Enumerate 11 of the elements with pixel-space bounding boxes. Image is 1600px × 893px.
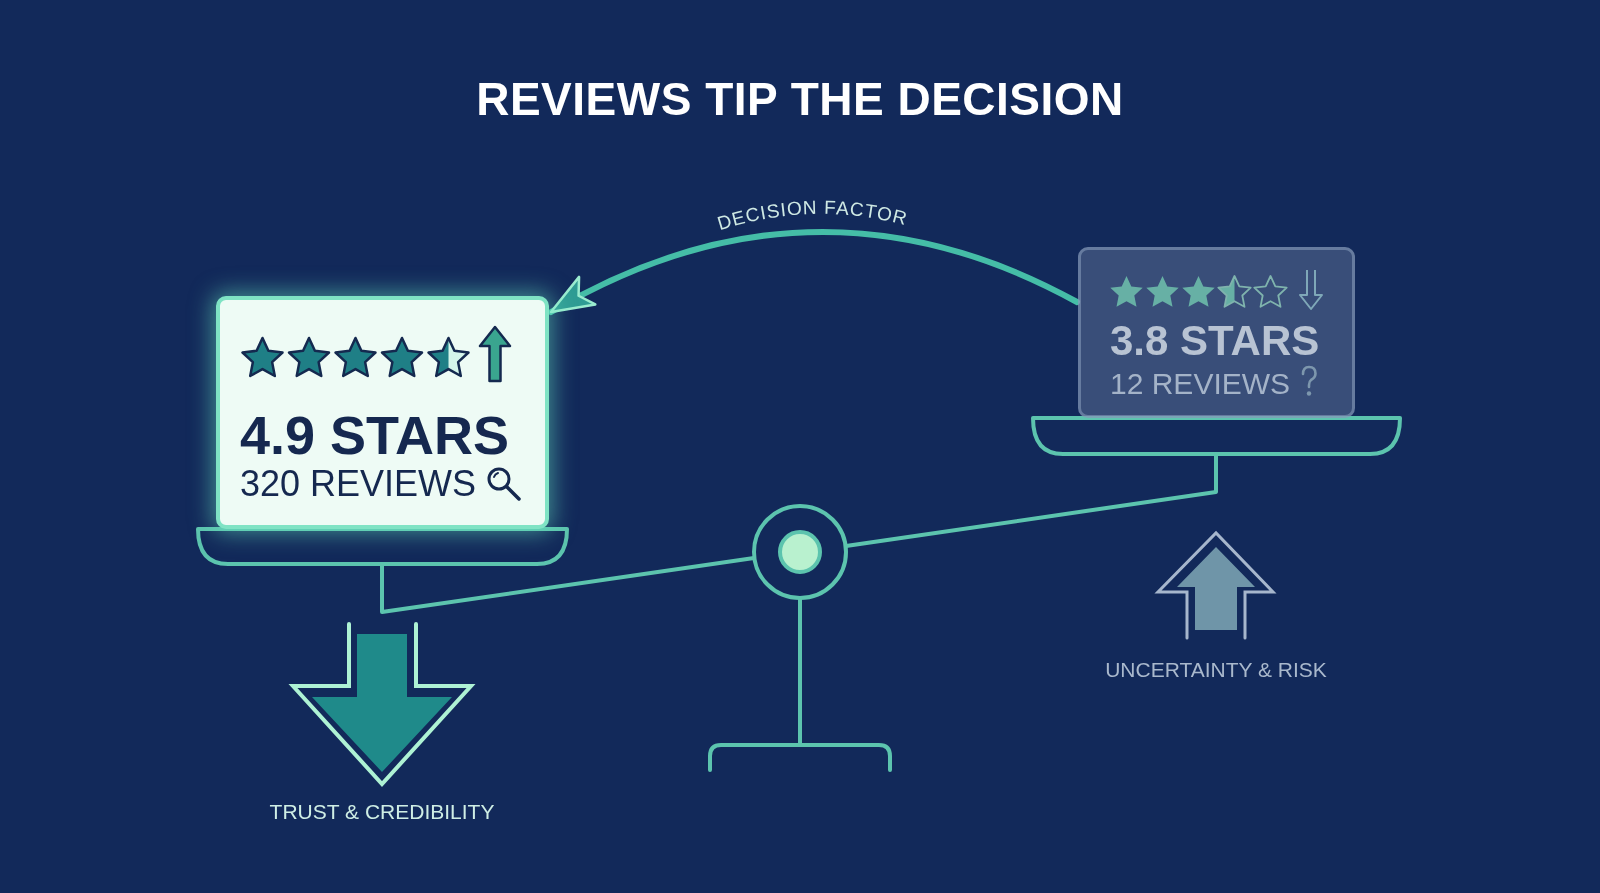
review-count: 12 REVIEWS [1110, 369, 1291, 399]
star-rating-value: 4.9 STARS [240, 408, 510, 462]
arrow-caption: UNCERTAINTY & RISK [1105, 659, 1327, 680]
title: REVIEWS TIP THE DECISION [476, 76, 1124, 122]
arrow-caption: TRUST & CREDIBILITY [269, 801, 495, 822]
review-count: 320 REVIEWS [240, 466, 477, 502]
star-rating-value: 3.8 STARS [1110, 320, 1320, 362]
rating-card [216, 296, 549, 529]
edge-label: DECISION FACTOR [714, 196, 910, 234]
rating-card [1078, 247, 1355, 418]
curved-arrow [548, 229, 1080, 315]
